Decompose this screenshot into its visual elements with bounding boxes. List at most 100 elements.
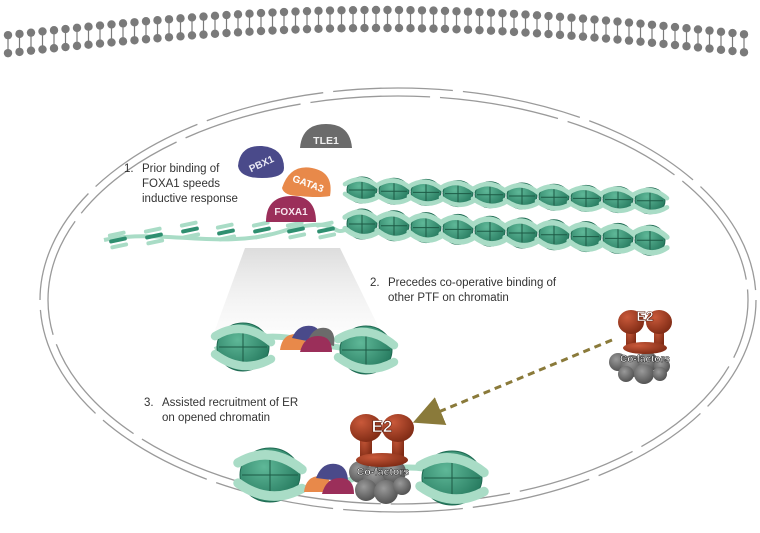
compact-nucleosome [566,184,606,212]
step-2-annotation: 2. Precedes co-operative binding of other… [370,276,556,306]
tle1-factor: TLE1 [300,124,352,148]
step-2-line2: other PTF on chromatin [388,292,509,304]
step-1-number: 1. [124,163,134,175]
compact-nucleosome [598,186,638,214]
open-nucleosome [285,220,307,240]
compacted-chromatin [342,176,670,256]
cofactors-label: Co-factors [620,354,670,365]
compact-nucleosome [374,210,414,242]
lipid [95,21,105,48]
compact-nucleosome [470,215,510,247]
step-3-number: 3. [144,397,154,409]
bound-cofactors-label: Co-factors [357,466,410,478]
bound-factor-stack [304,463,354,494]
step-2-line1: Precedes co-operative binding of [388,277,557,289]
bound-estrogen-receptor [350,414,414,467]
bound-e2-label: E2 [372,417,393,436]
lipid [475,7,484,35]
step-1-line3: inductive response [142,193,238,205]
lipid [417,6,427,33]
lipid [555,12,565,40]
lipid [141,17,151,44]
lipid [130,18,139,45]
lipid [291,7,300,34]
lipid [325,6,335,33]
compact-nucleosome [630,224,670,256]
lipid [636,19,645,46]
lipid [233,10,243,37]
step-3-line2: on opened chromatin [162,412,271,424]
zoomed-nucleosomes-mid [210,322,399,375]
compact-nucleosome [566,221,606,253]
compact-nucleosome [534,183,574,211]
zoomed-nucleosome-right [415,450,489,506]
compact-nucleosome [342,176,382,204]
lipid [578,14,588,41]
lipid [693,25,703,52]
lipid [739,30,749,57]
bound-factor-stack [280,325,335,352]
zoom-beam [215,248,380,330]
compact-nucleosome [438,180,478,208]
lipid [187,13,197,40]
lipid [61,24,70,52]
open-nucleosome [215,222,237,242]
lipid [199,12,208,39]
lipid [406,6,415,33]
lipid [26,28,36,55]
lipid [716,27,726,55]
lipid [84,22,93,49]
lipid [429,6,438,33]
lipid [394,5,404,33]
open-nucleosome [107,230,129,250]
compact-nucleosome [630,187,670,215]
cell-membrane [3,5,749,58]
lipid [521,10,530,37]
compact-nucleosome [502,217,542,249]
nuclear-envelope [39,87,757,513]
bound-cofactors-cluster [349,460,411,504]
zoomed-nucleosome-left [210,322,276,372]
lipid [302,6,312,34]
lipid [118,19,128,46]
lipid [38,27,47,54]
lipid [314,6,323,34]
compact-nucleosome [598,222,638,254]
lipid [544,11,553,39]
recruitment-arrow [412,338,613,425]
lipid [567,13,576,40]
lipid [509,9,519,37]
step-1-line1: Prior binding of [142,163,220,175]
compact-nucleosome [342,208,382,240]
lipid [176,14,185,41]
lipid [15,29,24,57]
lipid [440,6,450,34]
gata3-factor: GATA3 [282,167,331,197]
lipid [647,20,657,47]
lipid [705,26,714,53]
lipid [360,5,369,33]
lipid [107,20,116,47]
lipid [153,16,162,43]
step-1-annotation: 1.Prior binding of FOXA1 speeds inductiv… [124,162,238,207]
e2-label: E2 [636,308,653,324]
compact-nucleosome [502,182,542,210]
lipid [624,18,634,45]
lipid [279,7,289,35]
compact-nucleosome [470,181,510,209]
tle1-label: TLE1 [313,135,339,147]
lipid [222,10,231,38]
zoomed-nucleosome-left [233,447,307,503]
pbx1-factor: PBX1 [238,145,284,178]
foxa1-label: FOXA1 [274,207,308,218]
step-3-line1: Assisted recruitment of ER [162,397,299,409]
step-2-number: 2. [370,277,380,289]
zoomed-nucleosomes-bottom [233,447,489,506]
lipid [164,15,174,42]
open-nucleosome [179,220,201,240]
lipid [371,5,381,33]
lipid [590,15,599,42]
compact-nucleosome [438,213,478,245]
compact-nucleosome [406,178,446,206]
